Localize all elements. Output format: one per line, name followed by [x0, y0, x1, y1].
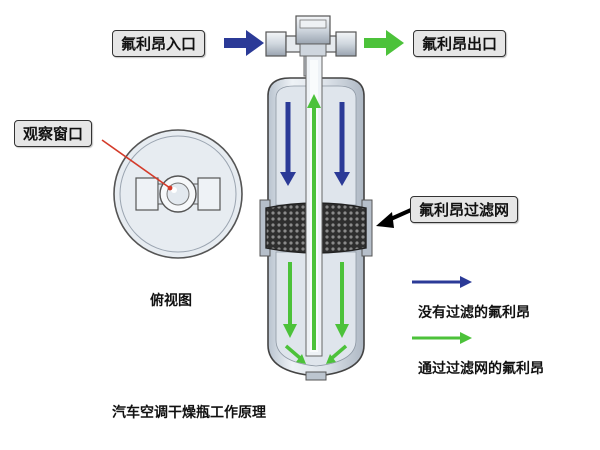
- window-label: 观察窗口: [14, 120, 93, 147]
- unfiltered-flow-arrows: [280, 102, 350, 186]
- legend-unfiltered-arrow: [412, 276, 472, 288]
- filtered-flow-arrows: [283, 94, 349, 364]
- legend-unfiltered-label: 没有过滤的氟利昂: [418, 305, 530, 321]
- inlet-arrow: [224, 30, 264, 56]
- legend-filtered-arrow: [412, 332, 472, 344]
- legend-filtered-label: 通过过滤网的氟利昂: [418, 361, 544, 377]
- outlet-label: 氟利昂出口: [413, 30, 507, 57]
- top-view-drawing: [113, 129, 243, 259]
- outlet-arrow: [364, 30, 404, 56]
- filter-label: 氟利昂过滤网: [410, 196, 519, 223]
- inlet-label: 氟利昂入口: [112, 30, 206, 57]
- top-view-label: 俯视图: [150, 293, 192, 309]
- window-pointer-line: [101, 139, 173, 191]
- diagram-title: 汽车空调干燥瓶工作原理: [112, 405, 266, 421]
